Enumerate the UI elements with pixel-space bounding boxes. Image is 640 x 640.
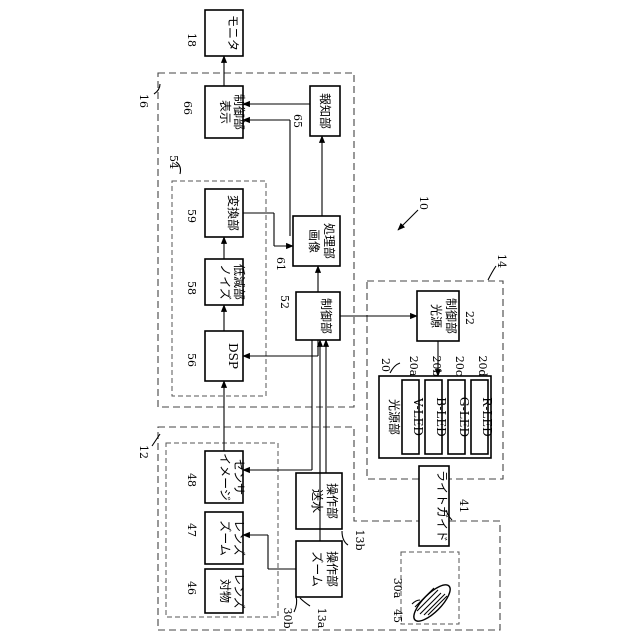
ref-light-source: 20: [379, 358, 392, 372]
ref-endoscope: 12: [137, 445, 150, 459]
ref-notify: 65: [291, 114, 304, 128]
noise-reduction-label-2: 低減部: [232, 264, 247, 300]
zoom-lens-label-1: ズーム: [218, 520, 233, 556]
ref-zoom-operation: 13a: [315, 608, 328, 629]
light-source-control-label-1: 光源: [429, 304, 443, 328]
ref-illumination-lens: 30a: [391, 578, 404, 599]
noise-reduction-label-1: ノイズ: [218, 264, 233, 300]
led-label-b: B-LED: [434, 397, 448, 436]
ref-image-processing: 61: [274, 257, 287, 271]
ref-led-r: 20d: [476, 355, 489, 376]
image-processing-label-1: 画像: [307, 229, 321, 253]
ref-led-v: 20a: [407, 356, 420, 377]
image-processing-label-2: 処理部: [322, 223, 337, 259]
monitor-label: モニタ: [226, 15, 240, 51]
display-control-label-1: 表示: [218, 100, 232, 124]
ref-led-g: 20c: [453, 356, 466, 376]
led-label-r: R-LED: [480, 397, 494, 436]
notify-label: 報知部: [318, 93, 333, 129]
ref-led-b: 20b: [430, 355, 443, 376]
ref-objective-lens: 46: [185, 581, 198, 595]
light-source-control-label-2: 制御部: [444, 298, 459, 334]
ref-light-source-control: 22: [463, 311, 476, 325]
light-source-label: 光源部: [387, 399, 402, 435]
light-guide-label: ライトガイド: [435, 470, 449, 542]
control-label: 制御部: [319, 298, 334, 334]
ref-dsp: 56: [185, 353, 198, 367]
ref-noise-reduction: 58: [185, 281, 198, 295]
dsp-label: DSP: [226, 343, 240, 369]
ref-image-sensor: 48: [185, 473, 198, 487]
zoom-operation-label-1: ズーム: [310, 551, 325, 587]
objective-lens-label-1: 対物: [218, 579, 232, 603]
ref-display-control: 66: [181, 101, 194, 115]
display-control-label-2: 制御部: [232, 94, 247, 130]
ref-image-block: 54: [167, 155, 180, 169]
ref-illumination: 45: [391, 609, 404, 623]
water-operation-label-2: 操作部: [325, 483, 340, 519]
ref-control: 52: [278, 295, 291, 309]
led-label-g: G-LED: [457, 397, 471, 437]
zoom-operation-label-2: 操作部: [325, 551, 340, 587]
convert-label: 変換部: [226, 195, 241, 231]
illumination-lens-icon: [409, 580, 456, 627]
image-sensor-label-1: イメージ: [218, 453, 232, 501]
objective-lens-label-2: レンズ: [232, 573, 247, 609]
ref-scope-tip: 30b: [281, 607, 294, 628]
led-label-v: V-LED: [411, 397, 425, 436]
ref-light-guide: 41: [457, 499, 470, 513]
ref-system: 10: [417, 196, 430, 210]
ref-water-operation: 13b: [353, 529, 366, 550]
ref-convert: 59: [185, 209, 198, 223]
ref-zoom-lens: 47: [185, 523, 198, 537]
ref-monitor: 18: [185, 33, 198, 47]
zoom-lens-label-2: レンズ: [232, 520, 247, 556]
ref-processor: 16: [137, 94, 150, 108]
water-operation-label-1: 送水: [310, 489, 325, 513]
ref-light-device: 14: [495, 254, 508, 268]
image-sensor-label-2: センサ: [232, 459, 246, 495]
